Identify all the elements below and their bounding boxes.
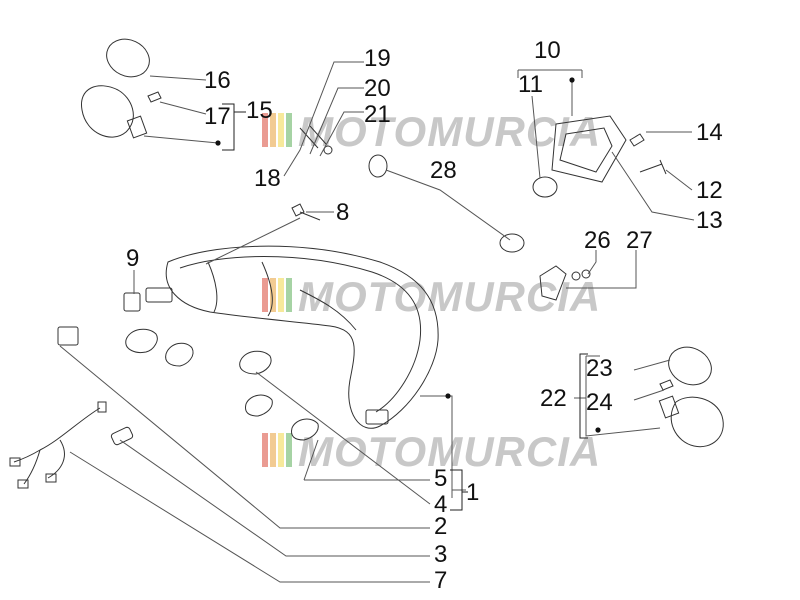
callout-4: 4 xyxy=(434,491,447,518)
wiring-harness xyxy=(9,401,134,489)
callout-10: 10 xyxy=(534,37,561,64)
callout-14: 14 xyxy=(696,119,723,146)
leader-lines xyxy=(59,61,695,583)
callout-24: 24 xyxy=(586,389,613,416)
callout-26: 26 xyxy=(584,227,611,254)
watermark-bottom: MOTOMURCIA xyxy=(262,428,601,475)
callout-21: 21 xyxy=(364,101,391,128)
tail-light-housing xyxy=(145,245,591,429)
callout-16: 16 xyxy=(204,67,231,94)
callout-9: 9 xyxy=(126,245,139,272)
callout-27: 27 xyxy=(626,227,653,254)
callout-13: 13 xyxy=(696,207,723,234)
callout-7: 7 xyxy=(434,567,447,594)
callout-2: 2 xyxy=(434,513,447,540)
bulbs xyxy=(57,326,319,441)
callout-labels: 16 17 15 19 20 21 18 10 11 28 14 12 13 8… xyxy=(126,37,723,594)
callout-1: 1 xyxy=(466,479,479,506)
callout-20: 20 xyxy=(364,75,391,102)
callout-28: 28 xyxy=(430,157,457,184)
callout-18: 18 xyxy=(254,165,281,192)
screw xyxy=(291,203,321,221)
callout-23: 23 xyxy=(586,355,613,382)
right-turn-signal xyxy=(658,346,724,448)
watermark-middle: MOTOMURCIA xyxy=(262,273,601,320)
left-turn-signal xyxy=(81,38,162,139)
license-plate-light xyxy=(532,115,667,198)
callout-5: 5 xyxy=(434,465,447,492)
leader-dots xyxy=(215,77,601,433)
watermark-text: MOTOMURCIA xyxy=(298,273,601,320)
callout-22: 22 xyxy=(540,385,567,412)
callout-11: 11 xyxy=(518,71,543,98)
grommet xyxy=(368,154,525,253)
callout-3: 3 xyxy=(434,541,447,568)
callout-15: 15 xyxy=(246,97,273,124)
callout-8: 8 xyxy=(336,199,349,226)
watermark-text: MOTOMURCIA xyxy=(298,108,601,155)
watermark-text: MOTOMURCIA xyxy=(298,428,601,475)
callout-19: 19 xyxy=(364,45,391,72)
bulb-holder xyxy=(123,292,141,312)
watermark-top: MOTOMURCIA xyxy=(262,108,601,155)
callout-17: 17 xyxy=(204,103,231,130)
callout-12: 12 xyxy=(696,177,723,204)
